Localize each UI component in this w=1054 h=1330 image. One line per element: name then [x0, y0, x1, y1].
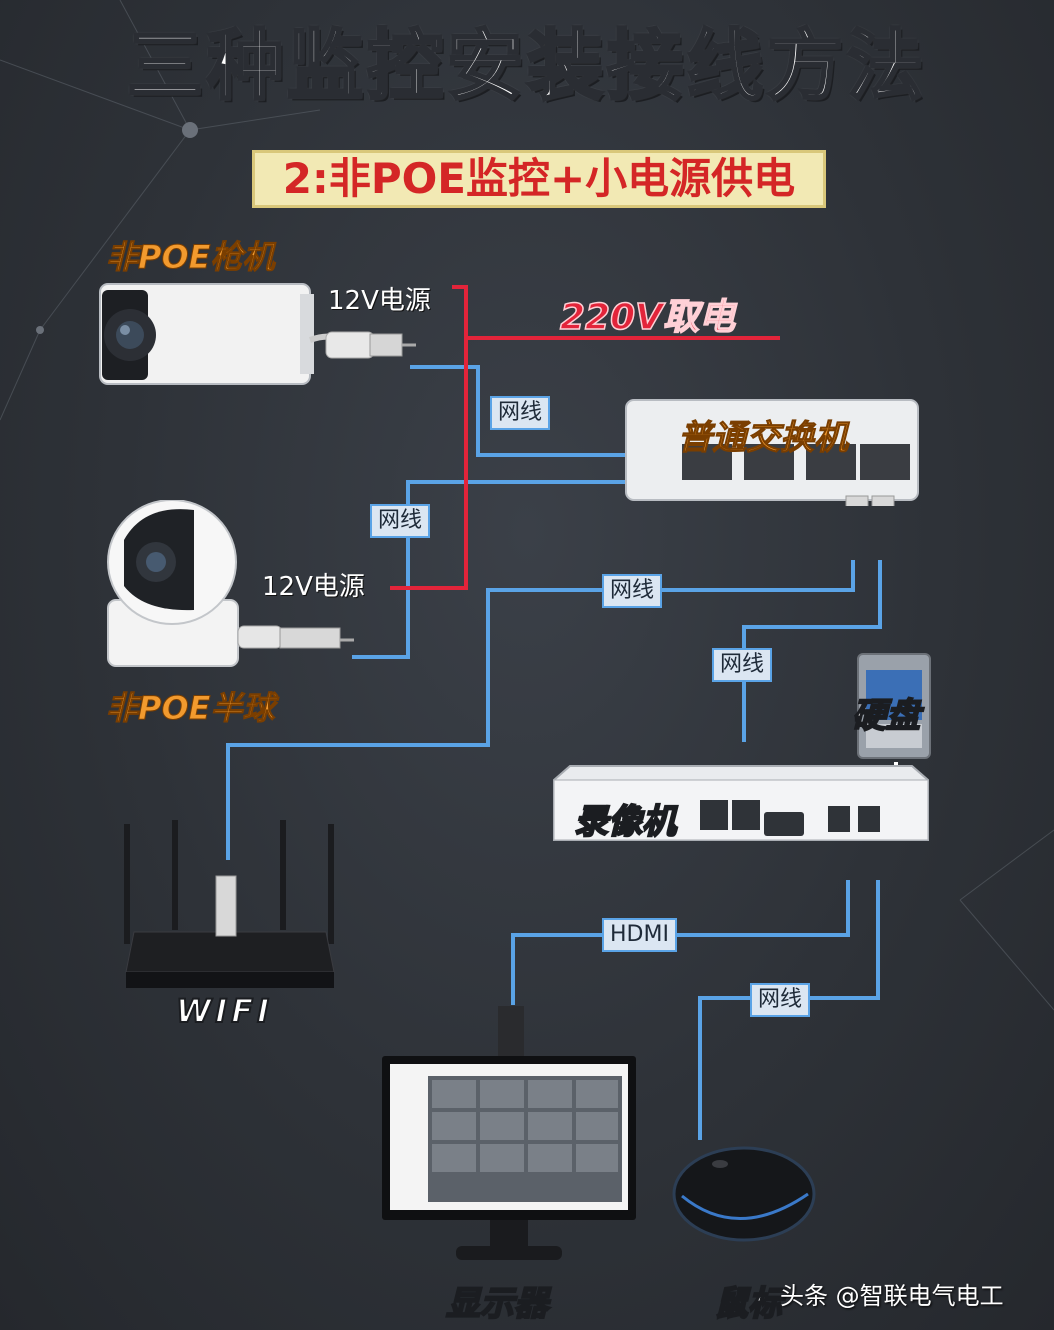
- monitor-icon: [382, 1006, 636, 1260]
- switch-label: 普通交换机: [678, 418, 849, 459]
- power-supply-label-bottom: 12V电源: [262, 572, 365, 602]
- cable-tag-nvr: 网线: [712, 648, 773, 682]
- cable-switch-to-nvr: [742, 560, 882, 742]
- router-label: WIFI: [175, 991, 273, 1031]
- nvr-label: 录像机: [573, 801, 677, 843]
- hdd-label: 硬盘: [851, 695, 921, 737]
- power-supply-label-top: 12V电源: [328, 286, 431, 316]
- mouse-icon: [672, 1146, 816, 1242]
- cable-switch-to-router: [226, 560, 855, 860]
- cable-tag-mouse: 网线: [750, 983, 811, 1017]
- page-title: 三种监控安装接线方法: [126, 20, 927, 112]
- switch-icon: [625, 399, 919, 506]
- bullet-camera-icon: [99, 283, 416, 385]
- cable-nvr-to-monitor: [511, 880, 850, 1005]
- section-subtitle: 2:非POE监控+小电源供电: [252, 150, 826, 208]
- hdd-icon: [857, 653, 931, 759]
- cable-tag-dome: 网线: [370, 504, 431, 538]
- cable-dome-to-switch: [352, 480, 628, 659]
- power-line-main: [390, 285, 468, 590]
- power-220v-label: 220V取电: [559, 296, 736, 339]
- dome-camera-label: 非POE半球: [106, 689, 276, 728]
- cable-tag-router: 网线: [602, 574, 663, 608]
- cable-bullet-to-switch: [410, 365, 628, 457]
- router-icon: [124, 820, 335, 988]
- monitor-label: 显示器: [445, 1283, 549, 1325]
- cable-tag-bullet: 网线: [490, 396, 551, 430]
- nvr-icon: [553, 765, 929, 841]
- mouse-label: 鼠标: [713, 1283, 783, 1325]
- watermark: 头条 @智联电气电工: [780, 1282, 1004, 1310]
- cable-tag-hdmi: HDMI: [602, 918, 677, 952]
- bullet-camera-label: 非POE枪机: [106, 238, 276, 277]
- dome-camera-icon: [107, 500, 354, 667]
